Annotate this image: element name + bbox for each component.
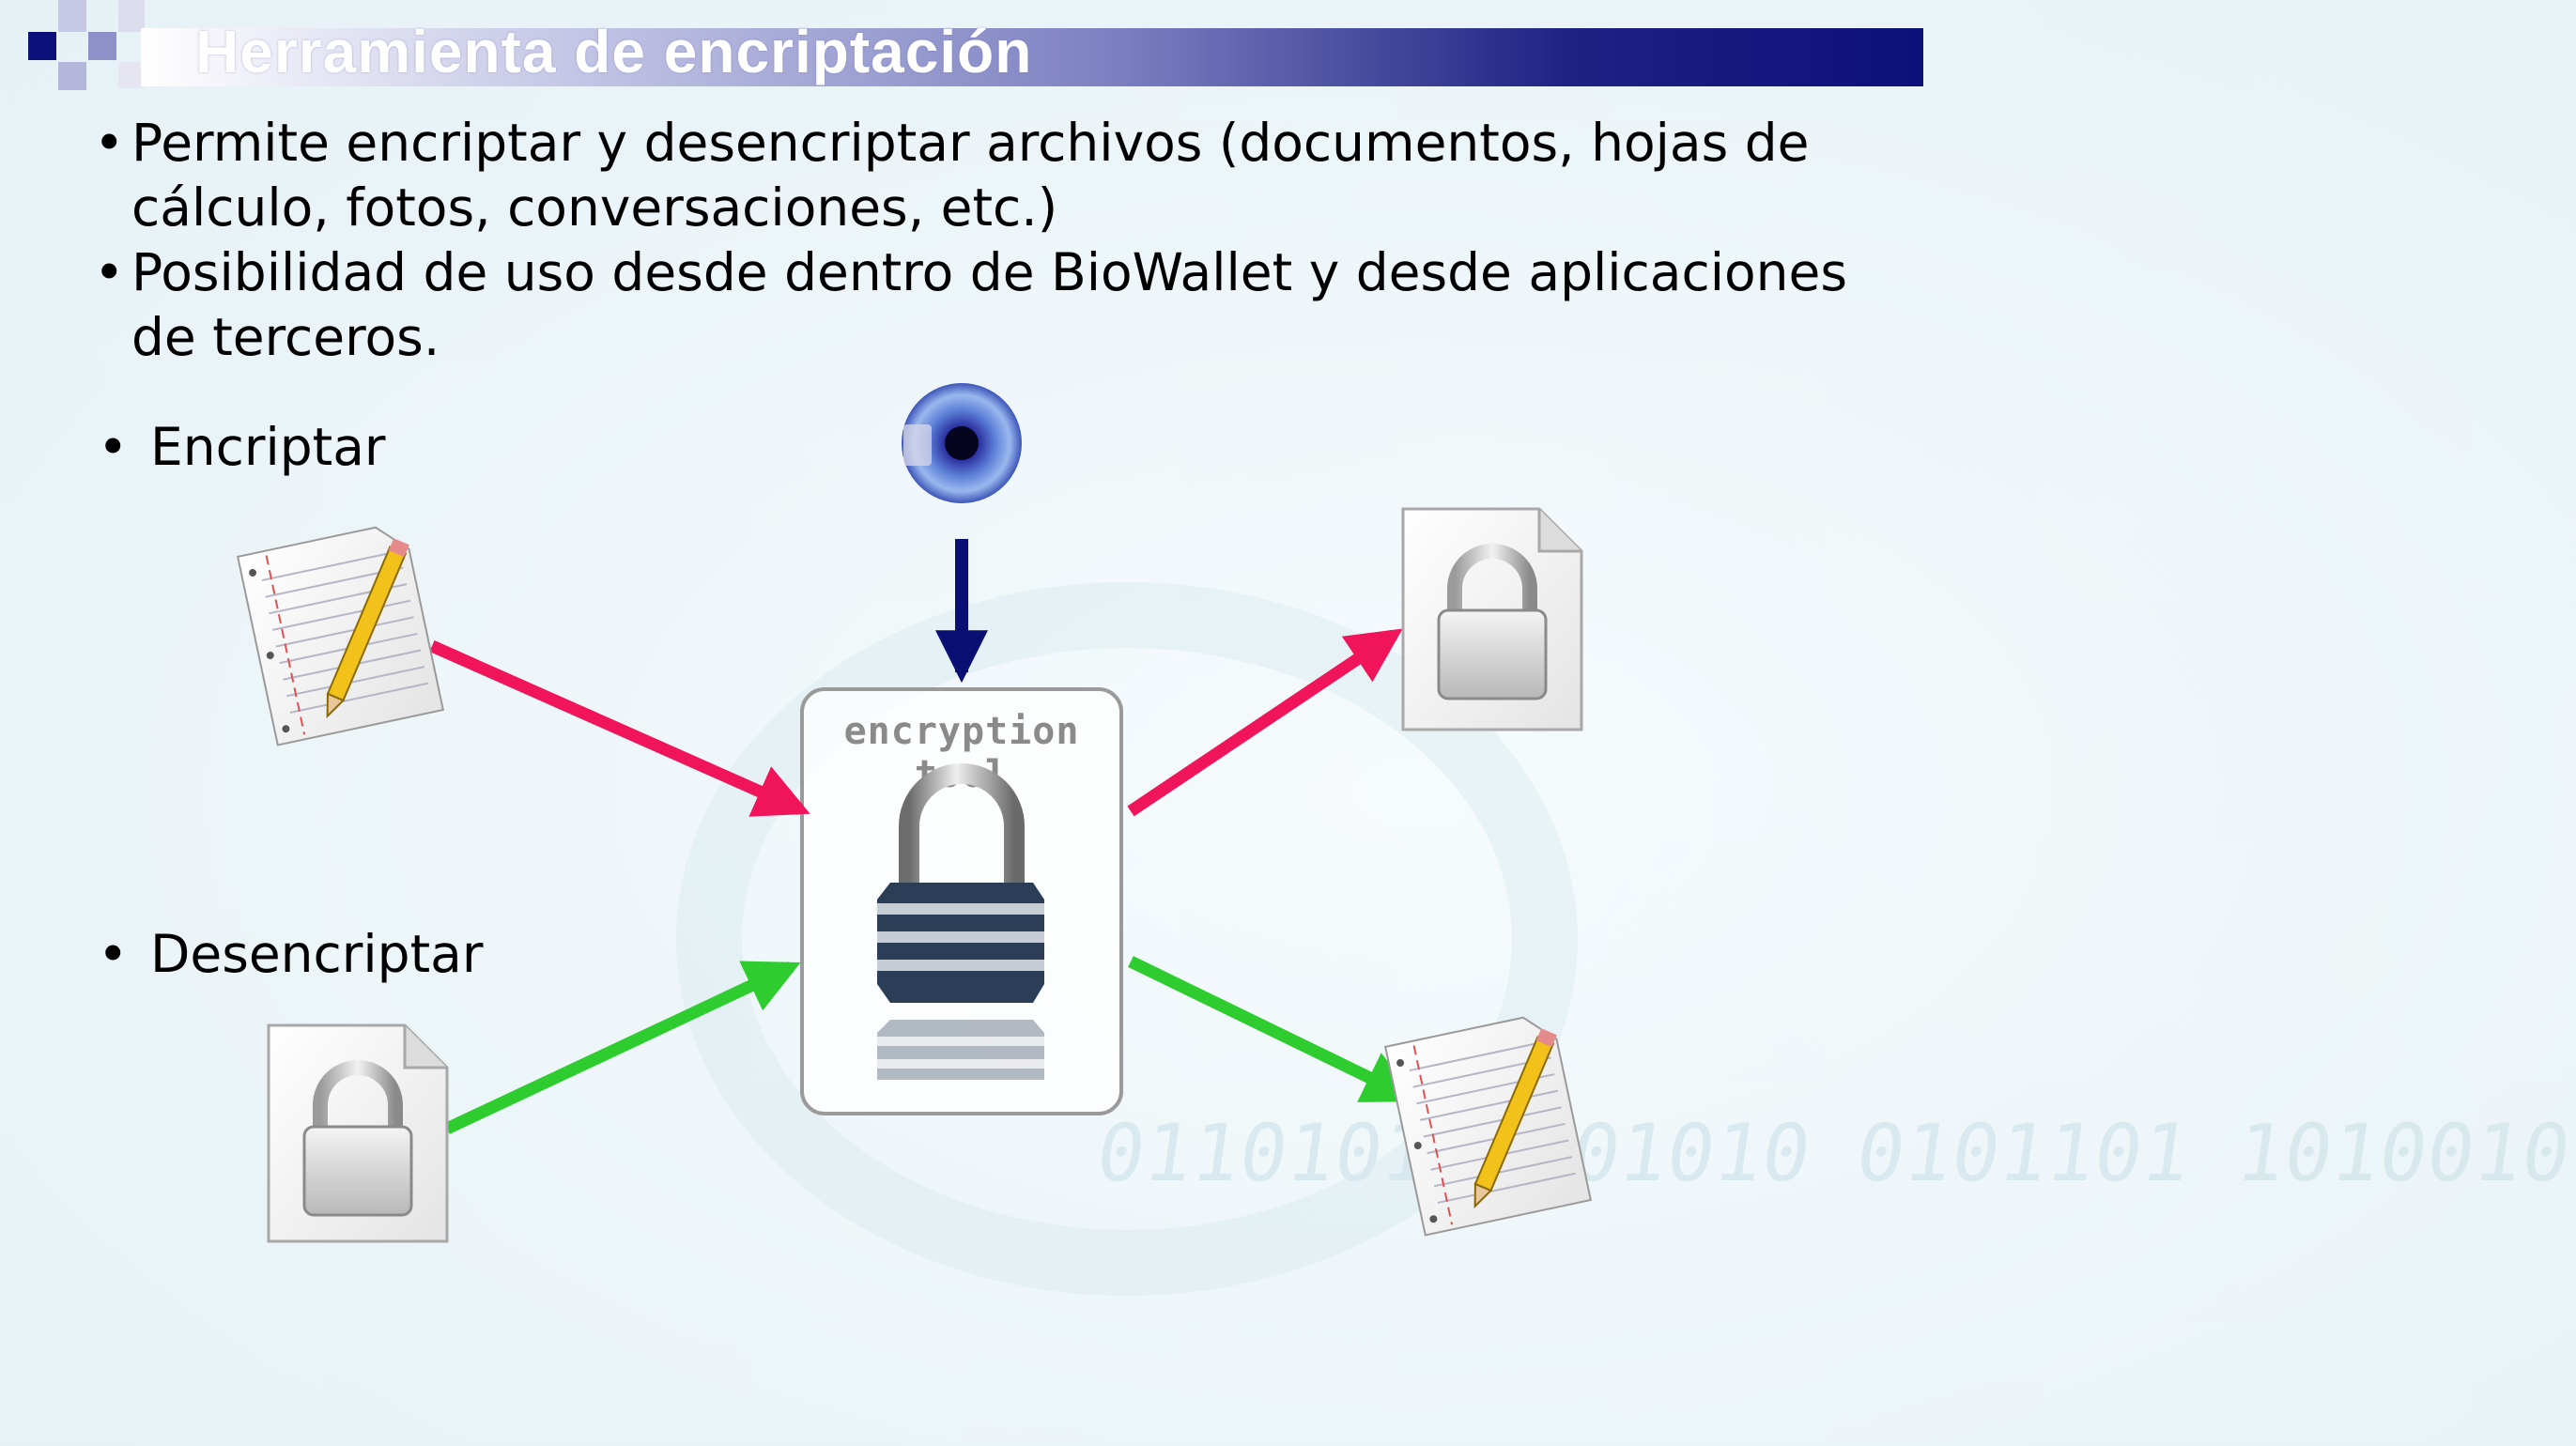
- decrypt-input-arrow: [444, 961, 801, 1134]
- encrypt-section: • Encriptar: [98, 415, 386, 480]
- corner-square: [118, 0, 145, 32]
- encrypt-output-arrow: [1127, 628, 1403, 817]
- encrypt-label: Encriptar: [150, 417, 386, 477]
- corner-square: [118, 62, 145, 88]
- diagram-canvas: [236, 383, 1593, 1243]
- locked-file-icon: [1401, 507, 1583, 731]
- padlock-icon: [877, 763, 1044, 1080]
- encrypt-input-arrow: [429, 640, 810, 817]
- bullet-dot: •: [98, 417, 129, 477]
- title-bar: [141, 28, 1923, 86]
- bullet-item: Posibilidad de uso desde dentro de BioWa…: [94, 240, 1878, 370]
- encryption-tool-box: encryption tool: [800, 687, 1123, 1115]
- bullet-item: Permite encriptar y desencriptar archivo…: [94, 111, 1878, 240]
- corner-square: [58, 0, 86, 32]
- iris-icon: [902, 383, 1022, 503]
- bullet-dot: •: [98, 924, 129, 984]
- corner-square: [28, 32, 56, 60]
- slide-title: Herramienta de encriptación: [195, 18, 1033, 85]
- bullet-list: Permite encriptar y desencriptar archivo…: [94, 111, 1878, 370]
- document-pencil-icon: [1383, 1016, 1593, 1237]
- locked-file-icon: [267, 1023, 449, 1243]
- document-pencil-icon: [236, 526, 445, 746]
- decrypt-section: • Desencriptar: [98, 922, 483, 987]
- corner-square: [58, 62, 86, 90]
- decrypt-label: Desencriptar: [150, 924, 484, 984]
- decrypt-output-arrow: [1128, 956, 1419, 1102]
- corner-square: [88, 32, 116, 60]
